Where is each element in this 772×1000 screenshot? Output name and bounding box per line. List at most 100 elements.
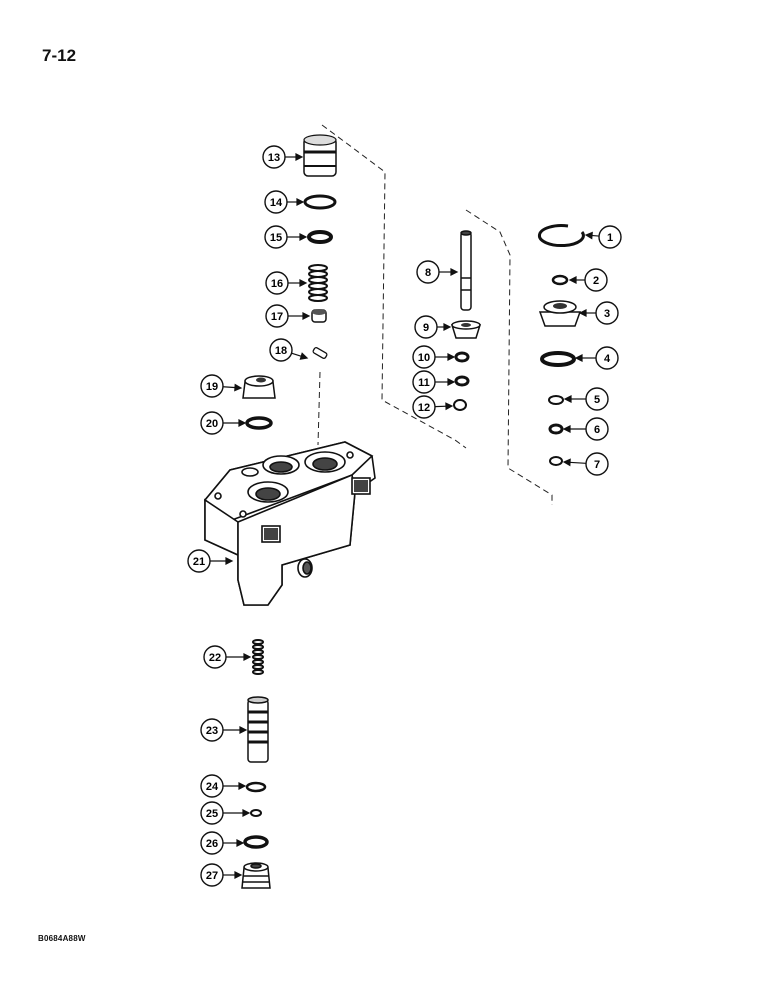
callout-label-26: 26 (206, 838, 218, 850)
callout-circle-5 (585, 387, 609, 411)
part-9-retainer (450, 320, 482, 339)
part-15-o-ring (307, 230, 333, 244)
leader-arrow-14 (296, 198, 305, 206)
leader-arrow-22 (243, 653, 252, 661)
leader-line-7 (568, 461, 587, 464)
part-2-nut (551, 274, 569, 286)
callout-circle-18 (269, 338, 293, 362)
callout-circle-20 (200, 411, 224, 435)
callout-circle-12 (412, 395, 436, 419)
callout-label-17: 17 (271, 311, 283, 323)
callout-label-23: 23 (206, 725, 218, 737)
part-7-washer (549, 456, 563, 466)
callout-circle-8 (416, 260, 440, 284)
callout-label-15: 15 (270, 232, 282, 244)
part-21-valve-housing (203, 441, 376, 606)
callout-circle-25 (200, 801, 224, 825)
part-17-spacer (311, 309, 327, 323)
callout-circle-27 (200, 863, 224, 887)
leader-arrow-2 (568, 276, 577, 284)
callout-circle-2 (584, 268, 608, 292)
leader-arrow-5 (563, 395, 572, 403)
callout-circle-9 (414, 315, 438, 339)
callout-circle-11 (412, 370, 436, 394)
part-10-seal (454, 351, 470, 363)
part-18-pin (312, 346, 328, 360)
part-23-spool (247, 696, 269, 763)
leader-arrow-26 (236, 839, 245, 847)
part-19-plug (242, 375, 276, 399)
callout-label-13: 13 (268, 152, 280, 164)
callout-circle-22 (203, 645, 227, 669)
part-5-washer (548, 395, 564, 405)
callout-label-7: 7 (594, 459, 600, 471)
leader-arrow-9 (443, 323, 452, 331)
part-1-snap-ring (537, 224, 585, 248)
part-16-spring (308, 264, 328, 302)
leader-arrow-7 (562, 458, 571, 467)
leader-arrow-15 (299, 233, 308, 241)
callout-label-3: 3 (604, 308, 610, 320)
leader-arrow-21 (225, 557, 234, 565)
callout-circle-7 (585, 452, 609, 476)
leader-arrow-8 (450, 268, 459, 276)
callout-circle-26 (200, 831, 224, 855)
part-20-o-ring (245, 416, 273, 430)
leader-arrow-23 (239, 726, 248, 734)
leader-arrow-10 (447, 353, 456, 361)
document-code: B0684A88W (38, 934, 86, 943)
leader-arrow-4 (574, 354, 583, 362)
alignment-lines (317, 124, 553, 505)
leader-arrow-24 (238, 782, 247, 790)
callout-label-8: 8 (425, 267, 431, 279)
part-27-plug (241, 862, 271, 889)
leader-arrow-19 (234, 383, 243, 392)
callout-circle-15 (264, 225, 288, 249)
leader-arrow-1 (584, 231, 593, 240)
part-24-washer (245, 781, 267, 793)
leader-arrow-18 (299, 352, 309, 360)
callout-circle-16 (265, 271, 289, 295)
callout-circle-13 (262, 145, 286, 169)
callout-label-25: 25 (206, 808, 218, 820)
part-22-spring (252, 639, 264, 675)
callout-label-11: 11 (418, 377, 430, 389)
part-12-washer (453, 399, 467, 411)
callout-circle-21 (187, 549, 211, 573)
callout-label-21: 21 (193, 556, 205, 568)
callout-label-10: 10 (418, 352, 430, 364)
part-25-ring (250, 809, 262, 817)
callout-label-12: 12 (418, 402, 430, 414)
callout-circle-4 (595, 346, 619, 370)
part-14-ring (303, 194, 337, 210)
part-6-seal (548, 423, 564, 435)
callout-label-14: 14 (270, 197, 283, 209)
callout-group: 1234567891011121314151617181920212223242… (187, 145, 622, 887)
leader-line-19 (222, 386, 237, 389)
part-26-o-ring (243, 835, 269, 849)
leader-arrow-13 (295, 153, 304, 161)
callout-label-9: 9 (423, 322, 429, 334)
callout-label-1: 1 (607, 232, 613, 244)
leader-arrow-27 (234, 871, 243, 879)
callout-label-22: 22 (209, 652, 221, 664)
part-11-seal (454, 375, 470, 387)
callout-label-6: 6 (594, 424, 600, 436)
leader-arrow-16 (299, 279, 308, 287)
page-number: 7-12 (42, 46, 77, 65)
leader-arrow-25 (242, 809, 251, 817)
callout-label-24: 24 (206, 781, 219, 793)
part-3-cap (538, 300, 582, 327)
callout-label-5: 5 (594, 394, 600, 406)
callout-circle-19 (200, 374, 224, 398)
leader-arrow-3 (578, 309, 587, 317)
leader-lines (210, 153, 600, 879)
callout-circle-3 (595, 301, 619, 325)
callout-circle-10 (412, 345, 436, 369)
callout-label-16: 16 (271, 278, 283, 290)
callout-circle-23 (200, 718, 224, 742)
part-4-o-ring (540, 351, 576, 367)
leader-arrow-11 (447, 378, 456, 386)
callout-label-4: 4 (604, 353, 611, 365)
